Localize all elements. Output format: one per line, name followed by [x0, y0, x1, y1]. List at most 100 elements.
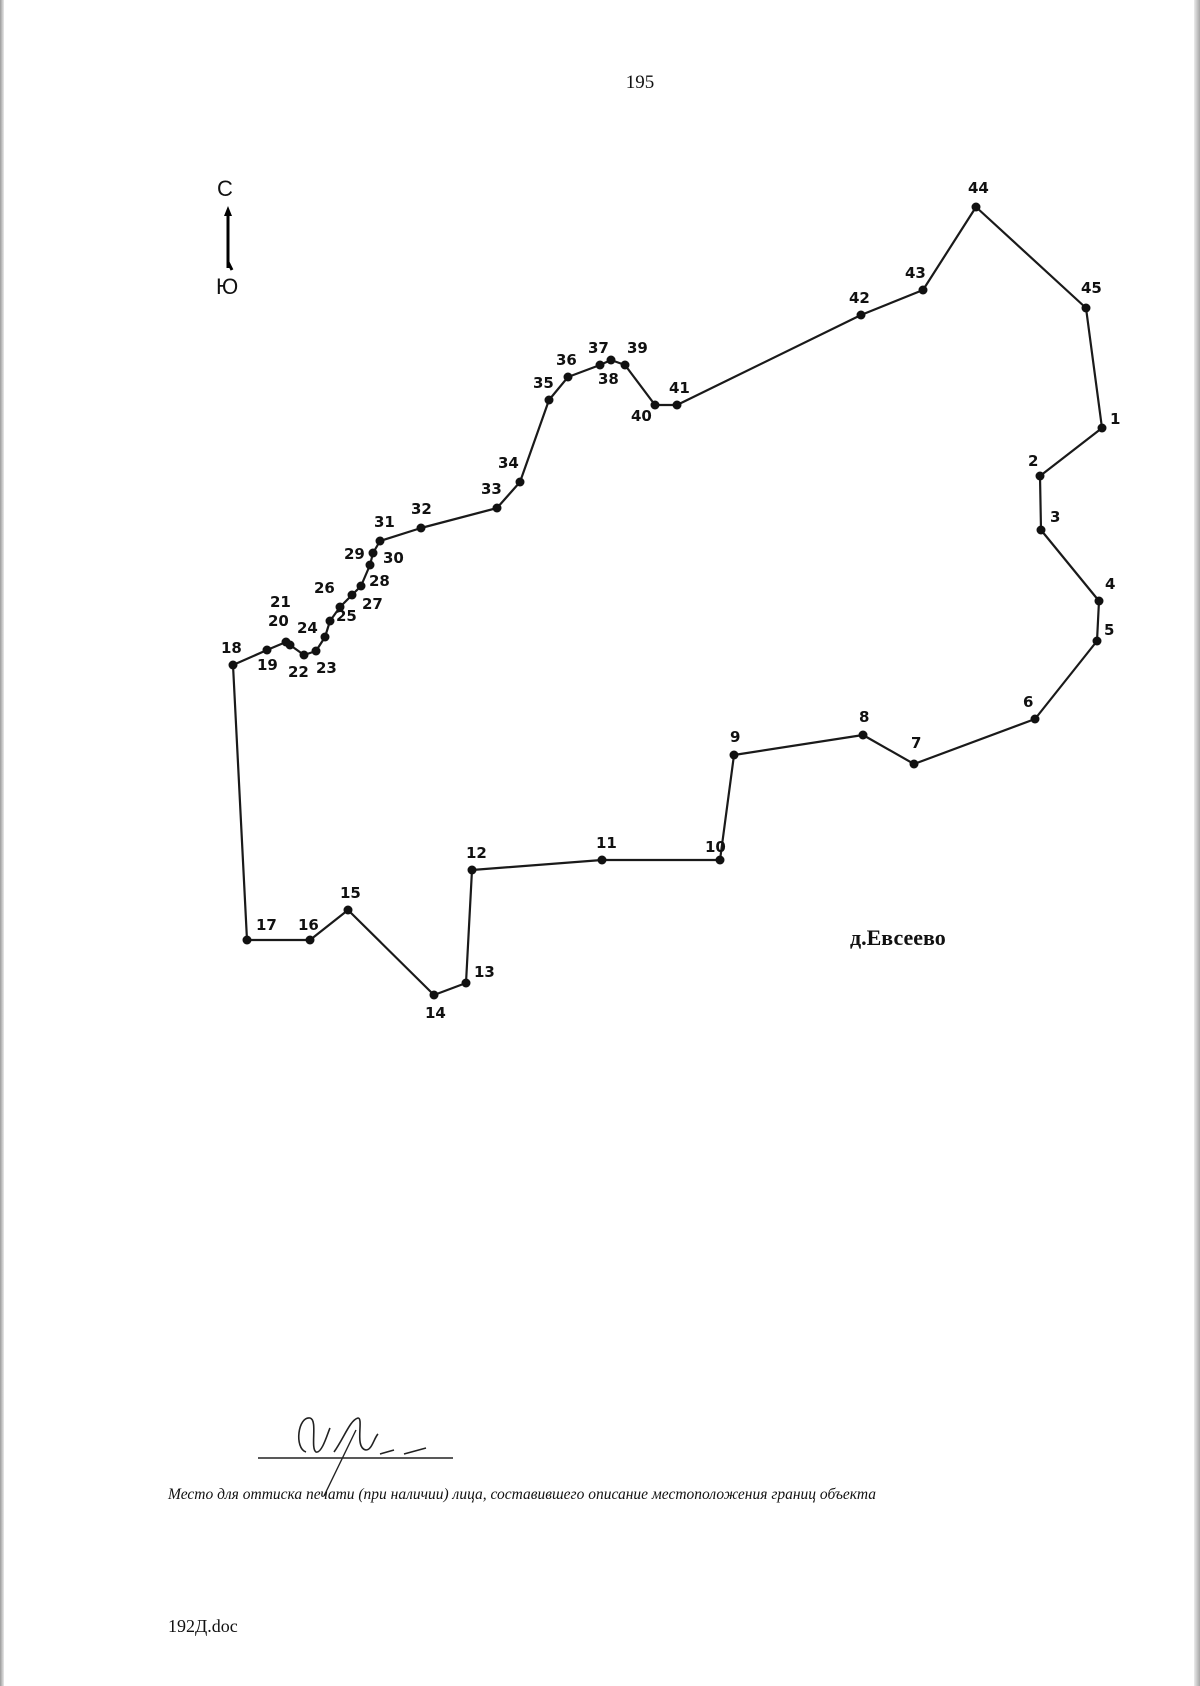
boundary-point-label-37: 37	[588, 339, 609, 357]
boundary-point-label-8: 8	[859, 708, 869, 726]
boundary-point-12	[467, 865, 477, 875]
boundary-point-29	[365, 560, 375, 570]
boundary-point-label-21: 21	[270, 593, 291, 611]
boundary-point-label-45: 45	[1081, 279, 1102, 297]
stamp-caption: Место для оттиска печати (при наличии) л…	[168, 1486, 876, 1503]
boundary-point-35	[544, 395, 554, 405]
boundary-point-label-36: 36	[556, 351, 577, 369]
boundary-point-36	[563, 372, 573, 382]
boundary-point-label-11: 11	[596, 834, 617, 852]
boundary-point-label-13: 13	[474, 963, 495, 981]
village-label: д.Евсеево	[850, 925, 946, 950]
boundary-point-label-27: 27	[362, 595, 383, 613]
boundary-point-label-26: 26	[314, 579, 335, 597]
boundary-point-23	[311, 646, 321, 656]
boundary-point-label-31: 31	[374, 513, 395, 531]
boundary-point-label-43: 43	[905, 264, 926, 282]
boundary-point-label-22: 22	[288, 663, 309, 681]
boundary-point-label-29: 29	[344, 545, 365, 563]
boundary-point-37	[595, 360, 605, 370]
boundary-point-label-20: 20	[268, 612, 289, 630]
file-name: 192Д.doc	[168, 1616, 238, 1636]
boundary-point-label-2: 2	[1028, 452, 1038, 470]
boundary-point-40	[650, 400, 660, 410]
boundary-point-15	[343, 905, 353, 915]
boundary-point-label-17: 17	[256, 916, 277, 934]
boundary-point-16	[305, 935, 315, 945]
boundary-point-label-16: 16	[298, 916, 319, 934]
boundary-point-11	[597, 855, 607, 865]
boundary-point-27	[347, 590, 357, 600]
boundary-point-label-10: 10	[705, 838, 726, 856]
boundary-point-label-35: 35	[533, 374, 554, 392]
boundary-point-10	[715, 855, 725, 865]
boundary-point-label-42: 42	[849, 289, 870, 307]
boundary-point-7	[909, 759, 919, 769]
boundary-point-label-14: 14	[425, 1004, 446, 1022]
page-number: 195	[625, 72, 655, 93]
boundary-point-34	[515, 477, 525, 487]
boundary-point-label-1: 1	[1110, 410, 1120, 428]
boundary-point-label-23: 23	[316, 659, 337, 677]
boundary-point-label-15: 15	[340, 884, 361, 902]
boundary-point-31	[375, 536, 385, 546]
boundary-point-21	[285, 640, 295, 650]
boundary-point-label-32: 32	[411, 500, 432, 518]
scan-edge-right	[1194, 0, 1200, 1686]
boundary-point-9	[729, 750, 739, 760]
boundary-point-14	[429, 990, 439, 1000]
boundary-point-25	[325, 616, 335, 626]
boundary-point-label-38: 38	[598, 370, 619, 388]
boundary-point-label-25: 25	[336, 607, 357, 625]
boundary-point-label-33: 33	[481, 480, 502, 498]
boundary-point-6	[1030, 714, 1040, 724]
boundary-point-label-12: 12	[466, 844, 487, 862]
boundary-point-label-41: 41	[669, 379, 690, 397]
boundary-point-22	[299, 650, 309, 660]
boundary-point-label-7: 7	[911, 734, 921, 752]
boundary-point-label-34: 34	[498, 454, 519, 472]
boundary-point-label-44: 44	[968, 179, 989, 197]
boundary-point-33	[492, 503, 502, 513]
boundary-point-label-6: 6	[1023, 693, 1033, 711]
boundary-point-30	[368, 548, 378, 558]
boundary-point-26	[335, 602, 345, 612]
boundary-point-label-18: 18	[221, 639, 242, 657]
boundary-point-24	[320, 632, 330, 642]
boundary-point-32	[416, 523, 426, 533]
boundary-point-label-3: 3	[1050, 508, 1060, 526]
scan-edge-left	[0, 0, 4, 1686]
boundary-point-17	[242, 935, 252, 945]
boundary-point-3	[1036, 525, 1046, 535]
boundary-point-42	[856, 310, 866, 320]
boundary-point-label-24: 24	[297, 619, 318, 637]
boundary-point-label-28: 28	[369, 572, 390, 590]
boundary-point-13	[461, 978, 471, 988]
boundary-point-19	[262, 645, 272, 655]
boundary-point-8	[858, 730, 868, 740]
compass-south-label: Ю	[216, 274, 239, 299]
boundary-point-38	[606, 355, 616, 365]
compass-arrow-icon	[224, 206, 234, 271]
boundary-point-44	[971, 202, 981, 212]
boundary-point-label-9: 9	[730, 728, 740, 746]
boundary-point-1	[1097, 423, 1107, 433]
boundary-point-41	[672, 400, 682, 410]
boundary-point-43	[918, 285, 928, 295]
boundary-point-4	[1094, 596, 1104, 606]
boundary-point-label-4: 4	[1105, 575, 1115, 593]
boundary-point-45	[1081, 303, 1091, 313]
boundary-point-label-30: 30	[383, 549, 404, 567]
boundary-point-2	[1035, 471, 1045, 481]
boundary-polyline	[231, 205, 1104, 997]
boundary-point-label-39: 39	[627, 339, 648, 357]
signature-image	[258, 1417, 453, 1497]
boundary-point-5	[1092, 636, 1102, 646]
boundary-point-label-40: 40	[631, 407, 652, 425]
compass-north-label: С	[217, 176, 233, 201]
boundary-point-label-5: 5	[1104, 621, 1114, 639]
boundary-point-18	[228, 660, 238, 670]
boundary-point-39	[620, 360, 630, 370]
